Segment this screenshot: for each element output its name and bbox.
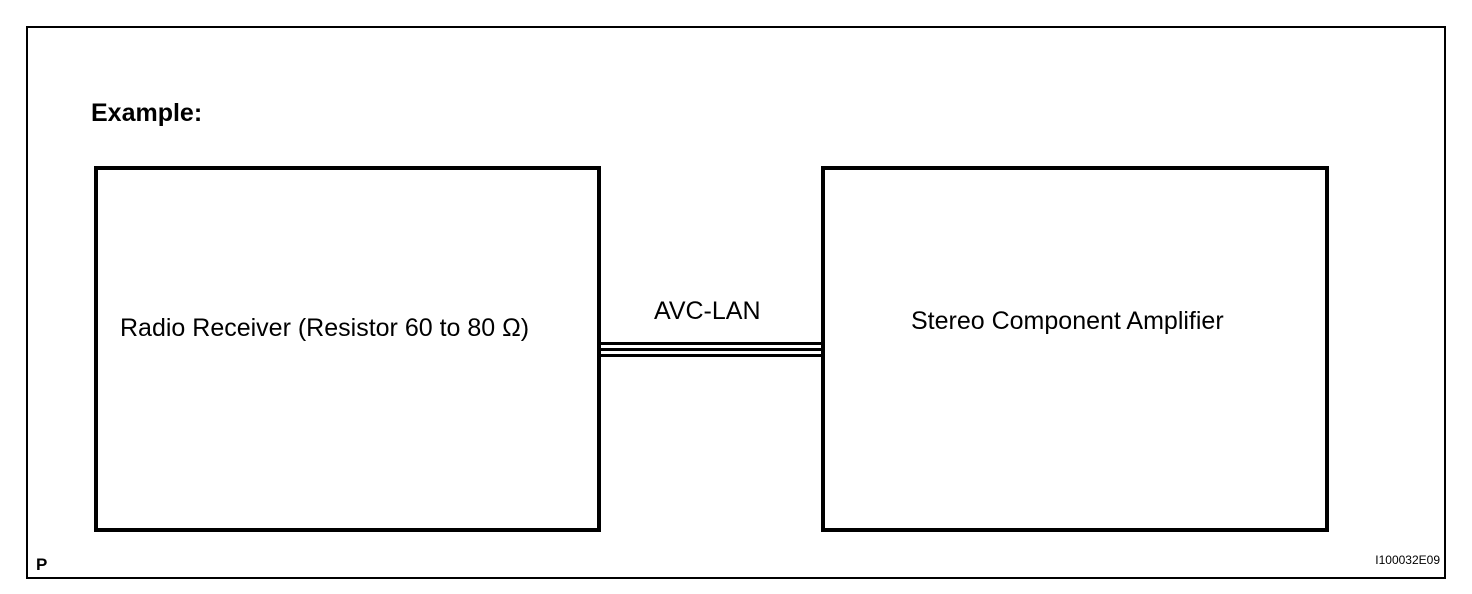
diagram-heading: Example: <box>91 99 203 127</box>
avc-lan-label: AVC-LAN <box>654 297 761 325</box>
stereo-amplifier-box: Stereo Component Amplifier <box>821 166 1329 532</box>
avc-lan-wire-bottom <box>601 354 821 357</box>
avc-lan-wire-top <box>601 342 821 345</box>
diagram-frame <box>26 26 1446 579</box>
corner-mark: P <box>36 555 48 574</box>
radio-receiver-box: Radio Receiver (Resistor 60 to 80 Ω) <box>94 166 601 532</box>
stereo-amplifier-label: Stereo Component Amplifier <box>911 307 1224 335</box>
avc-lan-wire-middle <box>601 348 821 351</box>
figure-code: I100032E09 <box>1375 553 1440 567</box>
radio-receiver-label: Radio Receiver (Resistor 60 to 80 Ω) <box>120 314 530 342</box>
